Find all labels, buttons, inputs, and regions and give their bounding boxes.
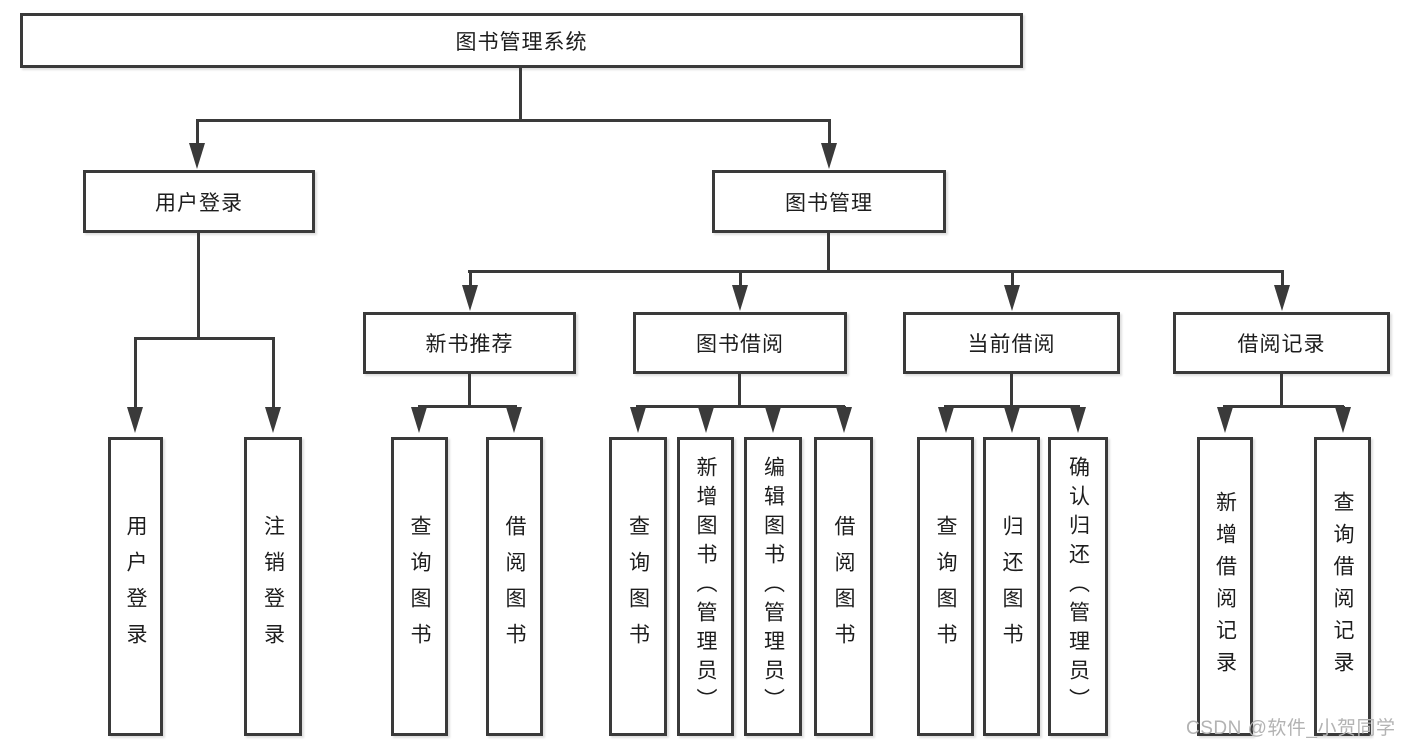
leaf-logout: 注销登录: [244, 437, 302, 736]
leaf-add-borrow-record: 新增借阅记录: [1197, 437, 1253, 736]
node-label: 借阅记录: [1237, 333, 1326, 356]
arrow-down-icon: [1004, 406, 1020, 433]
node-label: 当前借阅: [967, 333, 1056, 356]
node-label: 图书管理: [785, 191, 873, 215]
leaf-user-login: 用户登录: [108, 437, 163, 736]
connector-line: [418, 405, 517, 408]
leaf-label: 编辑图书（管理员）: [761, 456, 785, 717]
connector-line: [134, 337, 275, 340]
arrow-down-icon: [506, 406, 522, 433]
node-label: 用户登录: [155, 191, 243, 215]
leaf-query-borrow-record: 查询借阅记录: [1314, 437, 1371, 736]
arrow-down-icon: [1070, 406, 1086, 433]
node-new-book-recommendation: 新书推荐: [363, 312, 576, 374]
leaf-query-books-current: 查询图书: [917, 437, 974, 736]
connector-line: [196, 119, 831, 122]
arrow-down-icon: [1335, 406, 1351, 433]
arrow-down-icon: [630, 406, 646, 433]
leaf-label: 新增图书（管理员）: [694, 456, 717, 717]
leaf-query-books-borrowing: 查询图书: [609, 437, 667, 736]
node-user-login: 用户登录: [83, 170, 315, 233]
arrow-down-icon: [836, 406, 852, 433]
connector-line: [1280, 374, 1283, 407]
leaf-borrow-books-borrowing: 借阅图书: [814, 437, 873, 736]
leaf-label: 查询借阅记录: [1331, 490, 1354, 683]
node-label: 图书管理系统: [455, 30, 588, 54]
arrow-down-icon: [938, 406, 954, 433]
arrow-down-icon: [1004, 272, 1020, 311]
leaf-label: 新增借阅记录: [1213, 490, 1237, 683]
node-label: 新书推荐: [425, 333, 514, 356]
connector-line: [827, 233, 830, 272]
node-label: 图书借阅: [696, 333, 784, 356]
leaf-return-books: 归还图书: [983, 437, 1040, 736]
leaf-label: 注销登录: [261, 514, 285, 659]
connector-line: [636, 405, 845, 408]
leaf-borrow-books-recommend: 借阅图书: [486, 437, 543, 736]
arrow-down-icon: [821, 120, 837, 169]
node-book-borrowing: 图书借阅: [633, 312, 847, 374]
arrow-down-icon: [732, 272, 748, 311]
node-current-borrowing: 当前借阅: [903, 312, 1120, 374]
leaf-confirm-return-admin: 确认归还（管理员）: [1048, 437, 1108, 736]
arrow-down-icon: [189, 120, 205, 169]
arrow-down-icon: [698, 406, 714, 433]
csdn-watermark: CSDN @软件_小贺同学: [1186, 718, 1396, 739]
leaf-label: 借阅图书: [832, 514, 855, 659]
arrow-down-icon: [765, 406, 781, 433]
node-borrowing-records: 借阅记录: [1173, 312, 1390, 374]
leaf-label: 用户登录: [124, 514, 147, 659]
leaf-label: 查询图书: [934, 514, 957, 659]
connector-line: [468, 374, 471, 407]
leaf-add-books-admin: 新增图书（管理员）: [677, 437, 734, 736]
leaf-label: 查询图书: [626, 514, 650, 659]
connector-line: [1010, 374, 1013, 407]
connector-line: [1223, 405, 1344, 408]
node-book-management: 图书管理: [712, 170, 946, 233]
arrow-down-icon: [462, 272, 478, 311]
arrow-down-icon: [127, 338, 143, 433]
leaf-label: 归还图书: [1000, 514, 1023, 659]
leaf-label: 查询图书: [408, 514, 431, 659]
connector-line: [738, 374, 741, 407]
node-book-management-system: 图书管理系统: [20, 13, 1023, 68]
connector-line: [468, 270, 1284, 273]
leaf-query-books-recommend: 查询图书: [391, 437, 448, 736]
connector-line: [197, 233, 200, 339]
arrow-down-icon: [265, 338, 281, 433]
arrow-down-icon: [1274, 272, 1290, 311]
leaf-label: 借阅图书: [503, 514, 526, 659]
arrow-down-icon: [1217, 406, 1233, 433]
arrow-down-icon: [411, 406, 427, 433]
connector-line: [519, 68, 522, 122]
leaf-label: 确认归还（管理员）: [1066, 456, 1090, 717]
leaf-edit-books-admin: 编辑图书（管理员）: [744, 437, 802, 736]
